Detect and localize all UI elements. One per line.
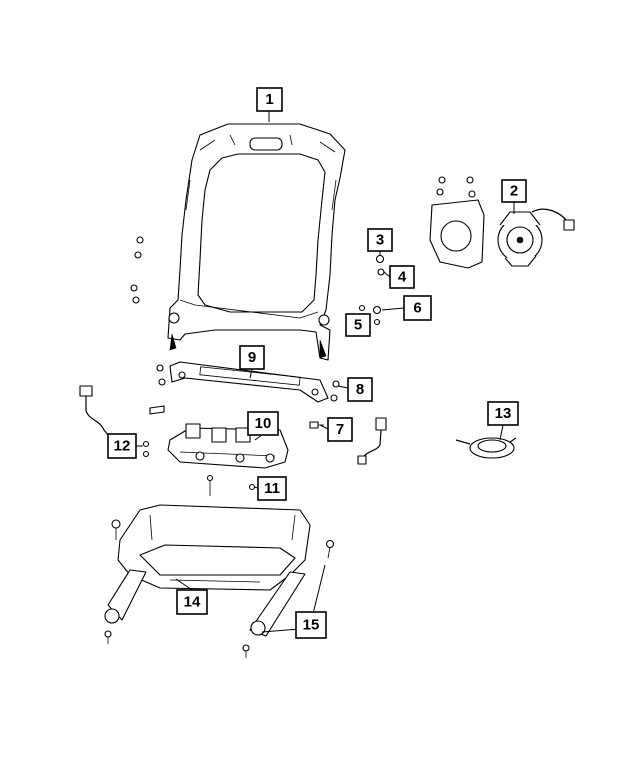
bolt-15	[104, 630, 250, 658]
bolt-7	[309, 421, 324, 429]
callout-label: 10	[255, 415, 272, 432]
callout-6: 6	[403, 295, 432, 321]
callout-11: 11	[257, 476, 287, 501]
callout-label: 12	[114, 438, 131, 455]
lumbar-motor-assembly	[429, 176, 575, 269]
callout-label: 3	[376, 232, 384, 249]
frame-hardware	[130, 236, 144, 304]
callout-label: 7	[336, 421, 344, 438]
callout-7: 7	[327, 417, 353, 442]
callout-2: 2	[501, 179, 527, 203]
callout-13: 13	[487, 401, 519, 426]
callout-label: 15	[303, 617, 320, 634]
callout-1: 1	[256, 87, 283, 112]
callout-label: 14	[184, 594, 201, 611]
callout-4: 4	[389, 265, 415, 289]
callout-5: 5	[345, 313, 371, 337]
callout-label: 1	[265, 91, 273, 108]
callout-3: 3	[367, 228, 393, 252]
seat-back-frame	[167, 123, 346, 361]
callout-label: 4	[398, 269, 407, 286]
callout-8: 8	[347, 377, 373, 402]
callout-label: 11	[264, 480, 280, 497]
callout-10: 10	[247, 411, 279, 436]
callout-label: 9	[248, 349, 256, 366]
seat-track-frame	[104, 504, 335, 637]
screw-11	[206, 474, 256, 496]
callout-15: 15	[295, 611, 327, 639]
callout-label: 2	[510, 183, 518, 200]
leader-lines	[136, 111, 515, 633]
callout-label: 13	[495, 405, 512, 422]
clock-spring-cable	[455, 437, 517, 459]
cross-member	[156, 361, 340, 403]
callout-9: 9	[239, 345, 265, 370]
callout-14: 14	[176, 589, 208, 615]
callout-label: 5	[354, 317, 362, 334]
callout-12: 12	[107, 433, 137, 459]
callout-label: 8	[356, 381, 364, 398]
callout-label: 6	[413, 300, 421, 317]
